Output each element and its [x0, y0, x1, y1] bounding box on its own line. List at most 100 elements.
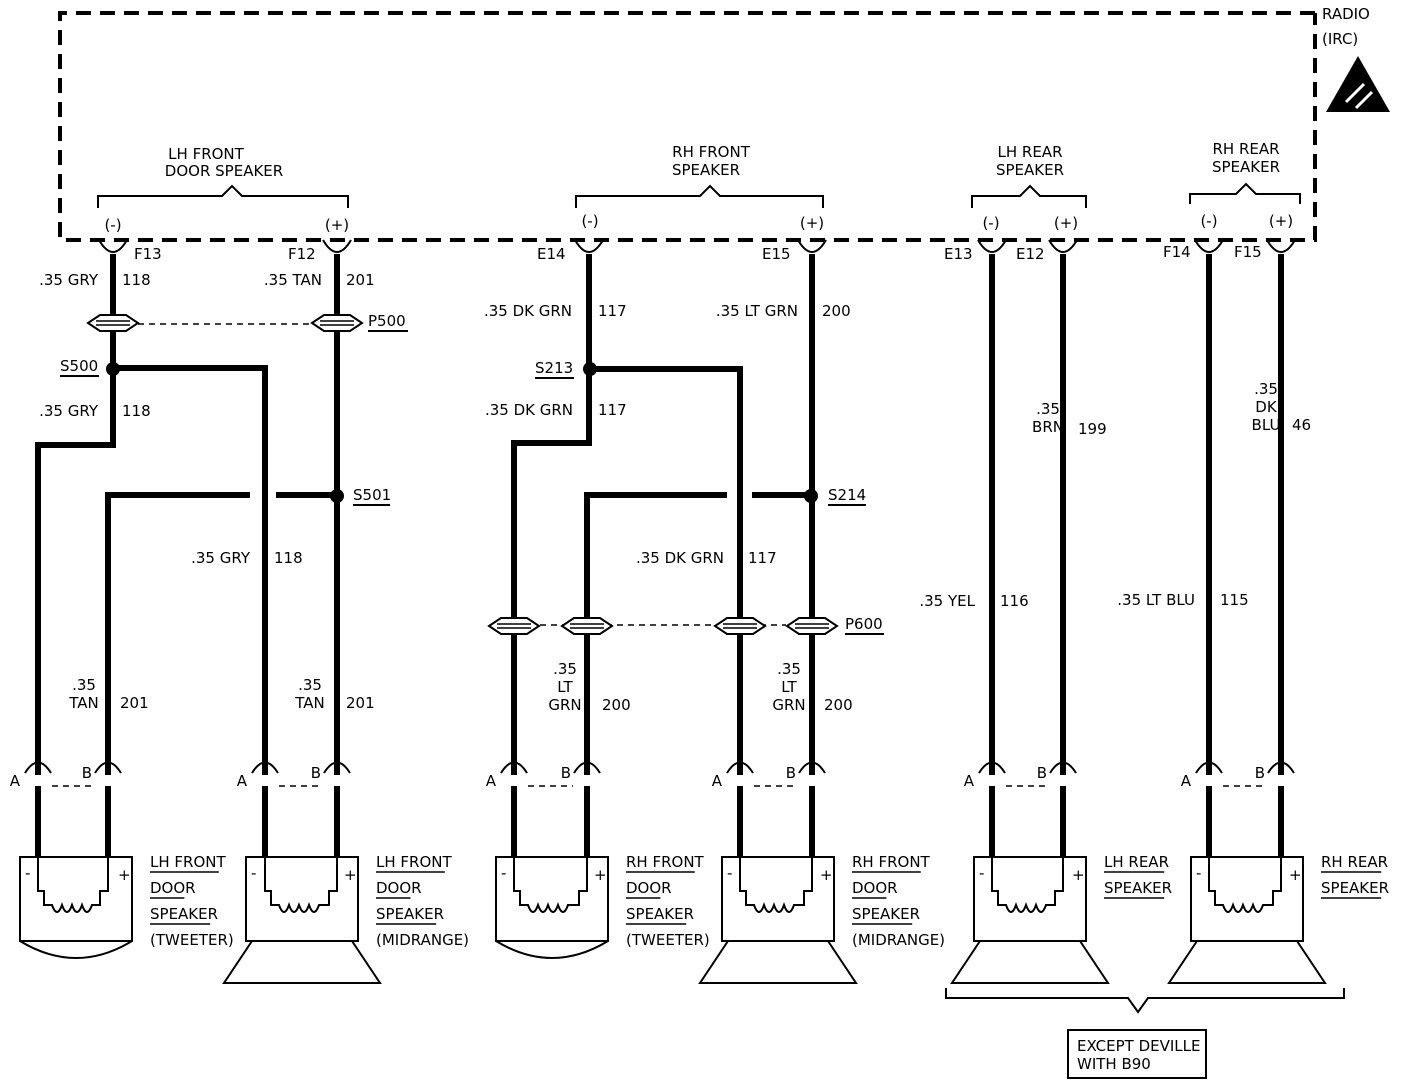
speaker-label-line: LH FRONT [376, 853, 452, 871]
wire-circuit: 118 [274, 549, 303, 567]
wire-gauge: .35 GRY [191, 549, 251, 567]
terminal-cup [1266, 239, 1296, 253]
speaker-label-line: (MIDRANGE) [852, 931, 945, 949]
radio-label: RADIO [1322, 5, 1370, 23]
speaker-label-line: RH FRONT [852, 853, 931, 871]
wire-circuit: 46 [1292, 416, 1311, 434]
wire-gauge: .35 DK GRN [484, 302, 572, 320]
pin-b-label: B [1255, 764, 1265, 782]
speaker-neg-sign: - [251, 864, 256, 882]
radio-terminals [98, 239, 1296, 253]
terminal-f14: F14 [1163, 243, 1191, 261]
speaker-pos-sign: + [1289, 866, 1302, 884]
speaker-label-line: SPEAKER [376, 905, 444, 923]
radio-label-irc: (IRC) [1322, 30, 1358, 48]
pin-b-label: B [1037, 764, 1047, 782]
polarity-pos: (+) [800, 214, 824, 232]
wire-circuit: 200 [824, 696, 853, 714]
group-title: RH REAR [1212, 140, 1279, 158]
speaker-neg-sign: - [727, 864, 732, 882]
wire-gauge: .35 GRY [39, 402, 99, 420]
wire-circuit: 117 [598, 401, 627, 419]
terminal-cup [1048, 239, 1078, 253]
speaker-label-line: SPEAKER [150, 905, 218, 923]
note-brace [945, 988, 1345, 1014]
speaker-pos-sign: + [1072, 866, 1085, 884]
wire-circuit: 117 [598, 302, 627, 320]
terminal-e15: E15 [762, 245, 791, 263]
variant-note: EXCEPT DEVILLE WITH B90 [945, 988, 1345, 1079]
wire-s214-tweeter [584, 492, 812, 775]
esd-warning-icon [1326, 56, 1390, 112]
group-lh-rear: LH REAR SPEAKER [971, 143, 1087, 208]
terminal-cup [977, 239, 1007, 253]
wire-gauge-line: LT [557, 678, 573, 696]
wire-s501-tweeter [105, 492, 337, 775]
connector-p500: P500 [368, 312, 406, 330]
wire-circuit: 115 [1220, 591, 1249, 609]
group-rh-rear: RH REAR SPEAKER [1189, 140, 1301, 204]
polarity-neg: (-) [581, 212, 598, 230]
group-title: LH REAR [998, 143, 1063, 161]
speaker-label-line: RH REAR [1321, 853, 1388, 871]
wire-gauge-line: .35 [72, 676, 96, 694]
connector-plug [86, 314, 140, 332]
connector-plug [785, 617, 839, 635]
group-title: SPEAKER [1212, 158, 1280, 176]
coil-icon [739, 857, 813, 913]
pin-b-label: B [311, 764, 321, 782]
wires [35, 254, 1284, 775]
coil-icon [37, 857, 109, 913]
wire-s500-midrange [113, 365, 268, 775]
wire-gauge: .35 TAN [264, 271, 322, 289]
wire-s213-midrange [589, 366, 743, 775]
polarity-pos: (+) [325, 216, 349, 234]
terminal-cup [1194, 239, 1224, 253]
terminal-f13: F13 [134, 245, 162, 263]
speaker-label-line: LH FRONT [150, 853, 226, 871]
terminal-f15: F15 [1234, 243, 1262, 261]
wire-circuit: 201 [346, 271, 375, 289]
wire-labels: .35 GRY 118 .35 TAN 201 .35 DK GRN 117 .… [39, 271, 1249, 610]
wire-gauge-line: TAN [68, 694, 98, 712]
wire-e14-117 [511, 254, 592, 775]
wire-gauge: .35 DK GRN [485, 401, 573, 419]
speaker-neg-sign: - [1196, 864, 1201, 882]
wire-gauge-line: LT [781, 678, 797, 696]
wire-gauge: .35 LT GRN [716, 302, 798, 320]
speaker-pos-sign: + [118, 866, 131, 884]
note-box [1067, 1029, 1207, 1079]
pin-a-label: A [10, 772, 21, 790]
pin-a-label: A [712, 772, 723, 790]
speaker-label-line: RH FRONT [626, 853, 705, 871]
group-title: LH FRONT [168, 145, 244, 163]
speaker-label-line: (MIDRANGE) [376, 931, 469, 949]
terminal-cup [322, 239, 352, 253]
connector-plug [713, 617, 767, 635]
wire-circuit: 199 [1078, 420, 1107, 438]
splice-s501-dot [330, 489, 344, 503]
speaker-label-line: (TWEETER) [150, 931, 234, 949]
radio-module: RADIO (IRC) [58, 5, 1390, 242]
wire-gauge-line: .35 [1254, 380, 1278, 398]
group-title: SPEAKER [672, 161, 740, 179]
pin-b-label: B [82, 764, 92, 782]
wire-gauge: .35 YEL [919, 592, 975, 610]
splice-s501: S501 [353, 486, 391, 504]
speaker-pos-sign: + [344, 866, 357, 884]
group-brace [1189, 182, 1301, 204]
connector-p500-group: P500 [86, 312, 408, 332]
group-lh-front: LH FRONT DOOR SPEAKER [97, 145, 349, 208]
wire-gauge: .35 LT BLU [1117, 591, 1195, 609]
wire-circuit: 201 [120, 694, 149, 712]
wire-gauge-line: TAN [294, 694, 324, 712]
group-brace [971, 184, 1087, 208]
splice-s214: S214 [828, 486, 866, 504]
wire-gauge: .35 DK GRN [636, 549, 724, 567]
